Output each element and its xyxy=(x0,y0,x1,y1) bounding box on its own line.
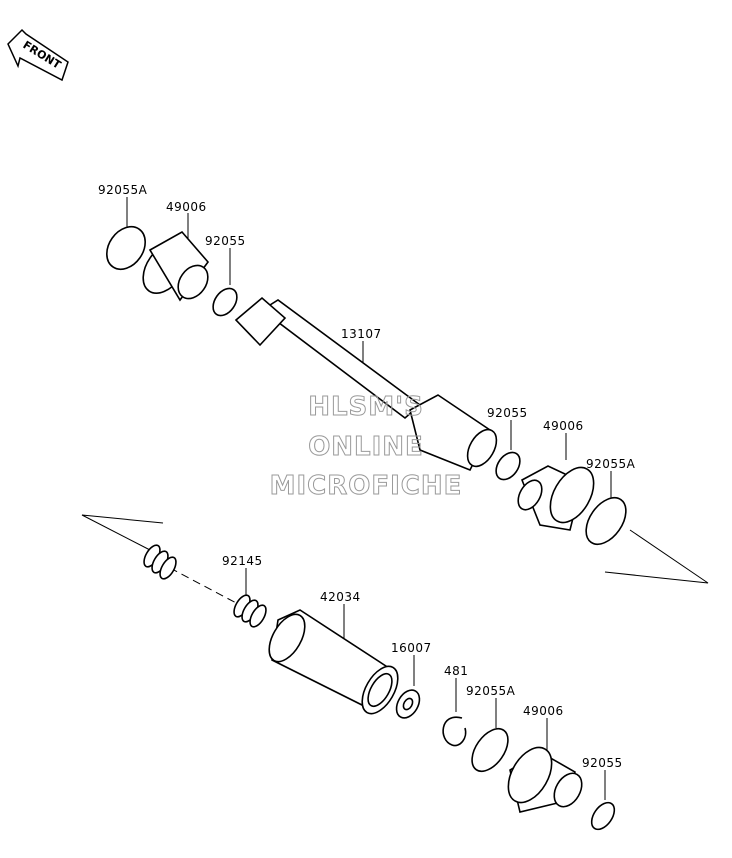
o-ring-92055-upper xyxy=(212,287,238,317)
part-label: 49006 xyxy=(166,200,207,214)
part-label: 13107 xyxy=(341,327,382,341)
watermark-line: HLSM'S xyxy=(308,392,424,422)
part-label: 92055A xyxy=(98,183,148,197)
part-label: 481 xyxy=(444,664,468,678)
part-label: 42034 xyxy=(320,590,361,604)
o-ring-92055a-lower xyxy=(471,727,509,773)
o-ring-92055a-right xyxy=(585,497,627,545)
part-label: 49006 xyxy=(543,419,584,433)
boot-49006-upper xyxy=(142,230,210,302)
front-arrow-icon: FRONT xyxy=(7,28,69,82)
break-lines xyxy=(81,514,709,606)
o-ring-92055a-upper xyxy=(106,225,146,271)
boot-49006-lower xyxy=(507,746,583,813)
o-ring-92055-lower xyxy=(590,801,616,831)
watermark-line: MICROFICHE xyxy=(270,471,463,501)
lower-assembly xyxy=(143,544,616,831)
part-labels: 92055A 49006 92055 13107 92055 49006 920… xyxy=(98,183,636,770)
spring-92145 xyxy=(143,544,267,628)
circlip-481 xyxy=(442,716,467,747)
part-label: 49006 xyxy=(523,704,564,718)
shaft-13107 xyxy=(234,296,498,472)
watermark-line: ONLINE xyxy=(308,432,424,462)
part-label: 16007 xyxy=(391,641,432,655)
part-label: 92055 xyxy=(205,234,246,248)
upper-assembly xyxy=(106,225,627,545)
o-ring-92055-right xyxy=(495,451,521,481)
part-label: 92055A xyxy=(586,457,636,471)
watermark: HLSM'S ONLINE MICROFICHE xyxy=(269,392,463,502)
sleeve-42034 xyxy=(268,609,399,715)
part-label: 92055 xyxy=(582,756,623,770)
boot-49006-right xyxy=(517,465,595,531)
part-label: 92055 xyxy=(487,406,528,420)
part-label: 92145 xyxy=(222,554,263,568)
washer-16007 xyxy=(395,689,421,719)
part-label: 92055A xyxy=(466,684,516,698)
